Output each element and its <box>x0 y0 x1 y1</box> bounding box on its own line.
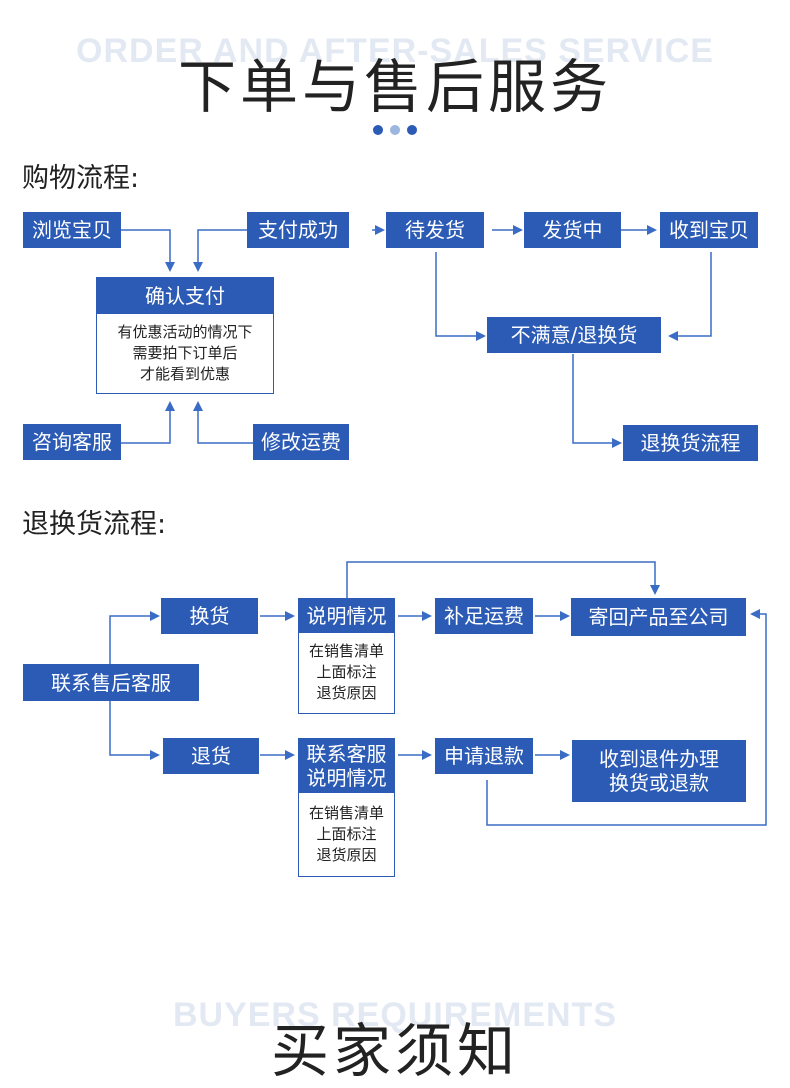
header-watermark: ORDER AND AFTER-SALES SERVICE <box>76 32 714 70</box>
step-confirm-payment: 确认支付 有优惠活动的情况下 需要拍下订单后 才能看到优惠 <box>96 277 274 394</box>
step-received: 收到宝贝 <box>660 212 758 248</box>
confirm-payment-note: 有优惠活动的情况下 需要拍下订单后 才能看到优惠 <box>117 322 253 383</box>
dot-left <box>373 125 383 135</box>
contact-explain-note: 在销售清单 上面标注 退货原因 <box>308 803 384 864</box>
step-refund-goods: 退货 <box>163 738 259 774</box>
step-send-back: 寄回产品至公司 <box>571 598 746 636</box>
footer-title: 买家须知 <box>270 1017 519 1085</box>
step-return-process: 退换货流程 <box>623 425 758 461</box>
step-process-refund: 收到退件办理 换货或退款 <box>572 740 746 802</box>
dot-middle <box>390 125 400 135</box>
step-exchange: 换货 <box>161 598 258 634</box>
step-modify-freight: 修改运费 <box>253 424 349 460</box>
step-shipping: 发货中 <box>524 212 621 248</box>
step-wait-ship: 待发货 <box>386 212 484 248</box>
dot-right <box>407 125 417 135</box>
section-title-shopping: 购物流程: <box>22 163 140 194</box>
step-contact-aftersales: 联系售后客服 <box>23 664 199 701</box>
step-pay-success: 支付成功 <box>247 212 349 248</box>
step-unsatisfied: 不满意/退换货 <box>487 317 661 353</box>
step-contact-explain: 联系客服 说明情况 在销售清单 上面标注 退货原因 <box>298 738 395 877</box>
footer-watermark: BUYERS REQUIREMENTS <box>172 996 618 1034</box>
confirm-payment-title: 确认支付 <box>97 278 273 314</box>
step-consult-service: 咨询客服 <box>23 424 121 460</box>
page-title: 下单与售后服务 <box>177 53 612 121</box>
explain-title: 说明情况 <box>299 599 394 633</box>
step-pay-freight: 补足运费 <box>435 598 533 634</box>
explain-note: 在销售清单 上面标注 退货原因 <box>308 642 384 702</box>
contact-explain-title: 联系客服 说明情况 <box>299 739 394 793</box>
step-apply-refund: 申请退款 <box>435 738 533 774</box>
step-browse: 浏览宝贝 <box>23 212 121 248</box>
step-explain: 说明情况 在销售清单 上面标注 退货原因 <box>298 598 395 714</box>
section-title-returns: 退换货流程: <box>22 509 167 540</box>
